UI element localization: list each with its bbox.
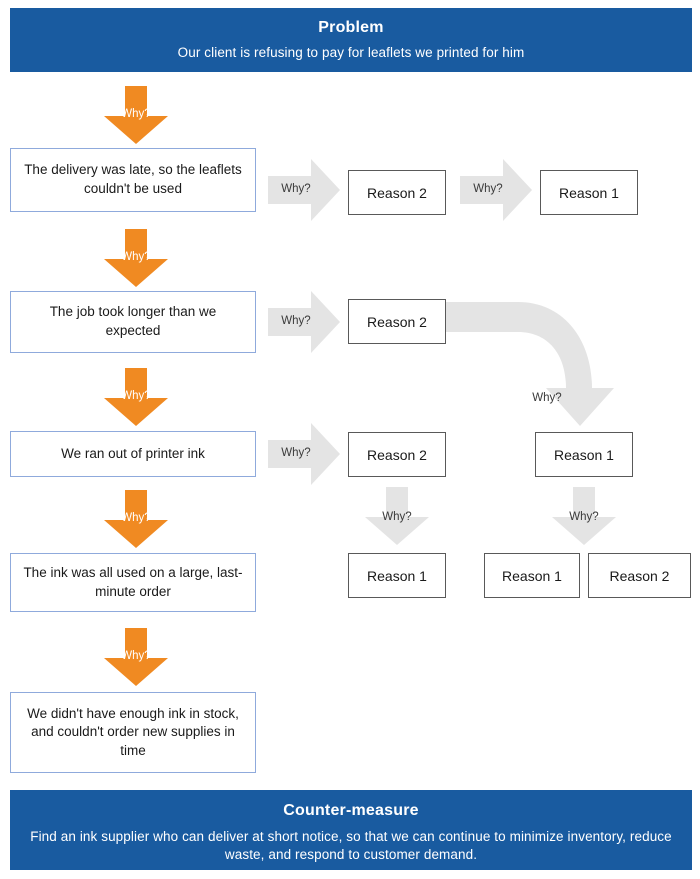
cause-text: The delivery was late, so the leaflets c… — [24, 162, 242, 196]
problem-statement: Our client is refusing to pay for leafle… — [177, 45, 525, 61]
arrow-right-shape — [460, 159, 532, 221]
arrow-down-shape — [104, 229, 168, 287]
reason-box-row1-mid: Reason 2 — [348, 170, 446, 215]
reason-box-row1-right: Reason 1 — [540, 170, 638, 215]
cause-box-4: The ink was all used on a large, last-mi… — [10, 553, 256, 612]
arrow-down-shape — [104, 628, 168, 686]
reason-box-row4-right-a: Reason 1 — [484, 553, 580, 598]
reason-text: Reason 2 — [367, 184, 427, 201]
arrow-right-shape — [268, 159, 340, 221]
reason-text: Reason 1 — [502, 567, 562, 584]
counter-measure-banner: Counter-measure Find an ink supplier who… — [10, 790, 692, 870]
cause-box-1: The delivery was late, so the leaflets c… — [10, 148, 256, 212]
why-arrow-down-2: Why? — [104, 229, 168, 287]
why-arrow-down-1: Why? — [104, 86, 168, 144]
cause-text: We didn't have enough ink in stock, and … — [27, 705, 239, 758]
arrow-curved-shape — [446, 302, 614, 426]
reason-text: Reason 2 — [609, 567, 670, 584]
counter-measure-title: Counter-measure — [283, 802, 419, 819]
reason-box-row3-mid: Reason 2 — [348, 432, 446, 477]
cause-text: The ink was all used on a large, last-mi… — [23, 564, 243, 599]
counter-measure-statement: Find an ink supplier who can deliver at … — [30, 829, 672, 863]
cause-box-5: We didn't have enough ink in stock, and … — [10, 692, 256, 773]
reason-text: Reason 1 — [367, 567, 427, 584]
reason-text: Reason 1 — [554, 446, 614, 463]
reason-text: Reason 2 — [367, 313, 427, 330]
arrow-down-shape — [104, 86, 168, 144]
arrow-down-shape — [365, 487, 429, 545]
why-arrow-curved: Why? — [446, 296, 636, 426]
arrow-down-shape — [552, 487, 616, 545]
arrow-right-shape — [268, 423, 340, 485]
reason-box-row2-mid: Reason 2 — [348, 299, 446, 344]
reason-text: Reason 1 — [559, 184, 619, 201]
cause-text: The job took longer than we expected — [49, 304, 217, 338]
arrow-down-shape — [104, 368, 168, 426]
cause-text: We ran out of printer ink — [61, 445, 205, 461]
arrow-down-shape — [104, 490, 168, 548]
why-arrow-down-5: Why? — [104, 628, 168, 686]
why-arrow-down-right: Why? — [552, 487, 616, 545]
reason-box-row4-mid: Reason 1 — [348, 553, 446, 598]
why-arrow-down-4: Why? — [104, 490, 168, 548]
problem-banner: Problem Our client is refusing to pay fo… — [10, 8, 692, 72]
cause-box-3: We ran out of printer ink — [10, 431, 256, 477]
reason-box-row3-right: Reason 1 — [535, 432, 633, 477]
why-arrow-right-2: Why? — [268, 291, 340, 353]
why-arrow-down-3: Why? — [104, 368, 168, 426]
reason-box-row4-right-b: Reason 2 — [588, 553, 691, 598]
why-arrow-right-1a: Why? — [268, 159, 340, 221]
arrow-right-shape — [268, 291, 340, 353]
cause-box-2: The job took longer than we expected — [10, 291, 256, 353]
why-arrow-right-1b: Why? — [460, 159, 532, 221]
why-arrow-right-3: Why? — [268, 423, 340, 485]
problem-title: Problem — [318, 19, 384, 36]
why-arrow-down-mid: Why? — [365, 487, 429, 545]
reason-text: Reason 2 — [367, 446, 427, 463]
